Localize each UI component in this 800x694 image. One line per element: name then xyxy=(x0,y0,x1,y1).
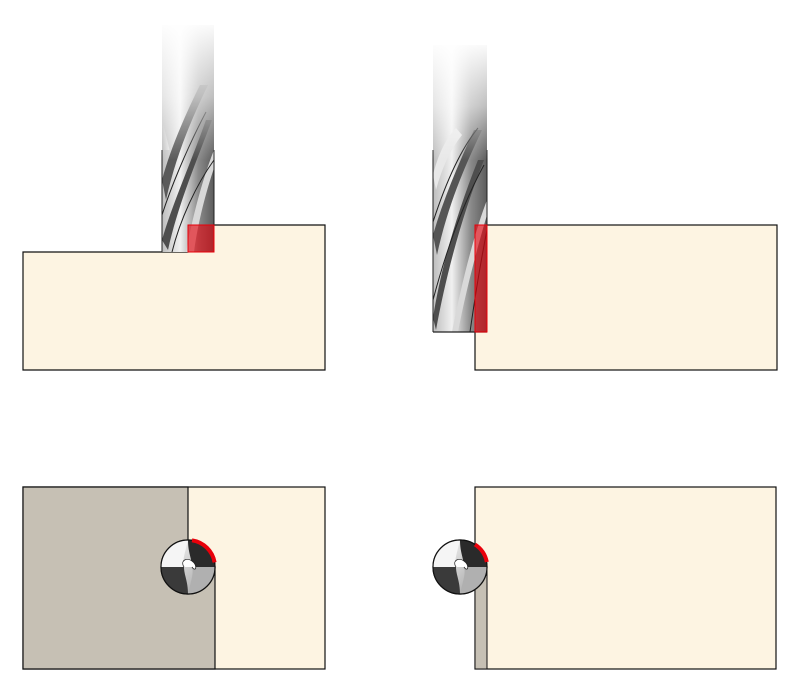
workpiece-top-profile xyxy=(474,486,777,670)
end-mill-side-icon xyxy=(158,20,218,253)
end-mill-top-icon xyxy=(432,539,488,595)
panel-side-profile xyxy=(428,40,778,371)
cutting-zone-side-profile xyxy=(474,224,488,333)
panel-side-shoulder xyxy=(22,20,326,371)
cutting-edge-top-profile xyxy=(473,542,489,563)
panel-top-shoulder xyxy=(22,486,326,670)
end-mill-top-icon xyxy=(160,539,216,595)
cutting-edge-top-shoulder xyxy=(191,538,217,563)
workpiece-side-profile xyxy=(474,224,778,371)
panel-top-profile xyxy=(432,486,777,670)
cutting-zone-side-shoulder xyxy=(187,224,215,253)
